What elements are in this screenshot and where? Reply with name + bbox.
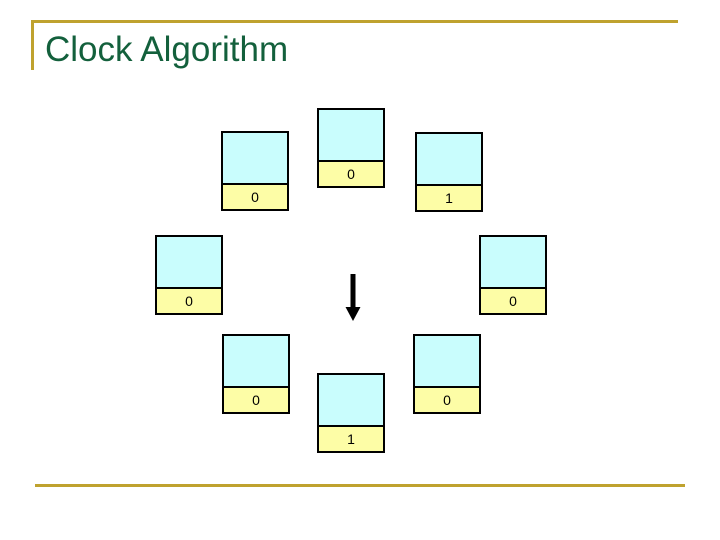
- frame-middle-right[interactable]: 0: [479, 235, 547, 315]
- frame-middle-left[interactable]: 0: [155, 235, 223, 315]
- frame-top-left[interactable]: 0: [221, 131, 289, 211]
- reference-bit: 0: [415, 386, 479, 412]
- page-title: Clock Algorithm: [45, 30, 289, 69]
- reference-bit: 0: [223, 183, 287, 209]
- frame-bottom-right[interactable]: 0: [413, 334, 481, 414]
- reference-bit: 1: [417, 184, 481, 210]
- accent-rule-left: [31, 20, 34, 70]
- reference-bit: 0: [157, 287, 221, 313]
- frame-bottom-center[interactable]: 1: [317, 373, 385, 453]
- reference-bit: 0: [224, 386, 288, 412]
- reference-bit: 1: [319, 425, 383, 451]
- accent-rule-top: [31, 20, 678, 23]
- accent-rule-bottom: [35, 484, 685, 487]
- reference-bit: 0: [319, 160, 383, 186]
- reference-bit: 0: [481, 287, 545, 313]
- frame-bottom-left[interactable]: 0: [222, 334, 290, 414]
- clock-hand-arrow: [345, 274, 361, 321]
- frame-top-right[interactable]: 1: [415, 132, 483, 212]
- frame-top-center[interactable]: 0: [317, 108, 385, 188]
